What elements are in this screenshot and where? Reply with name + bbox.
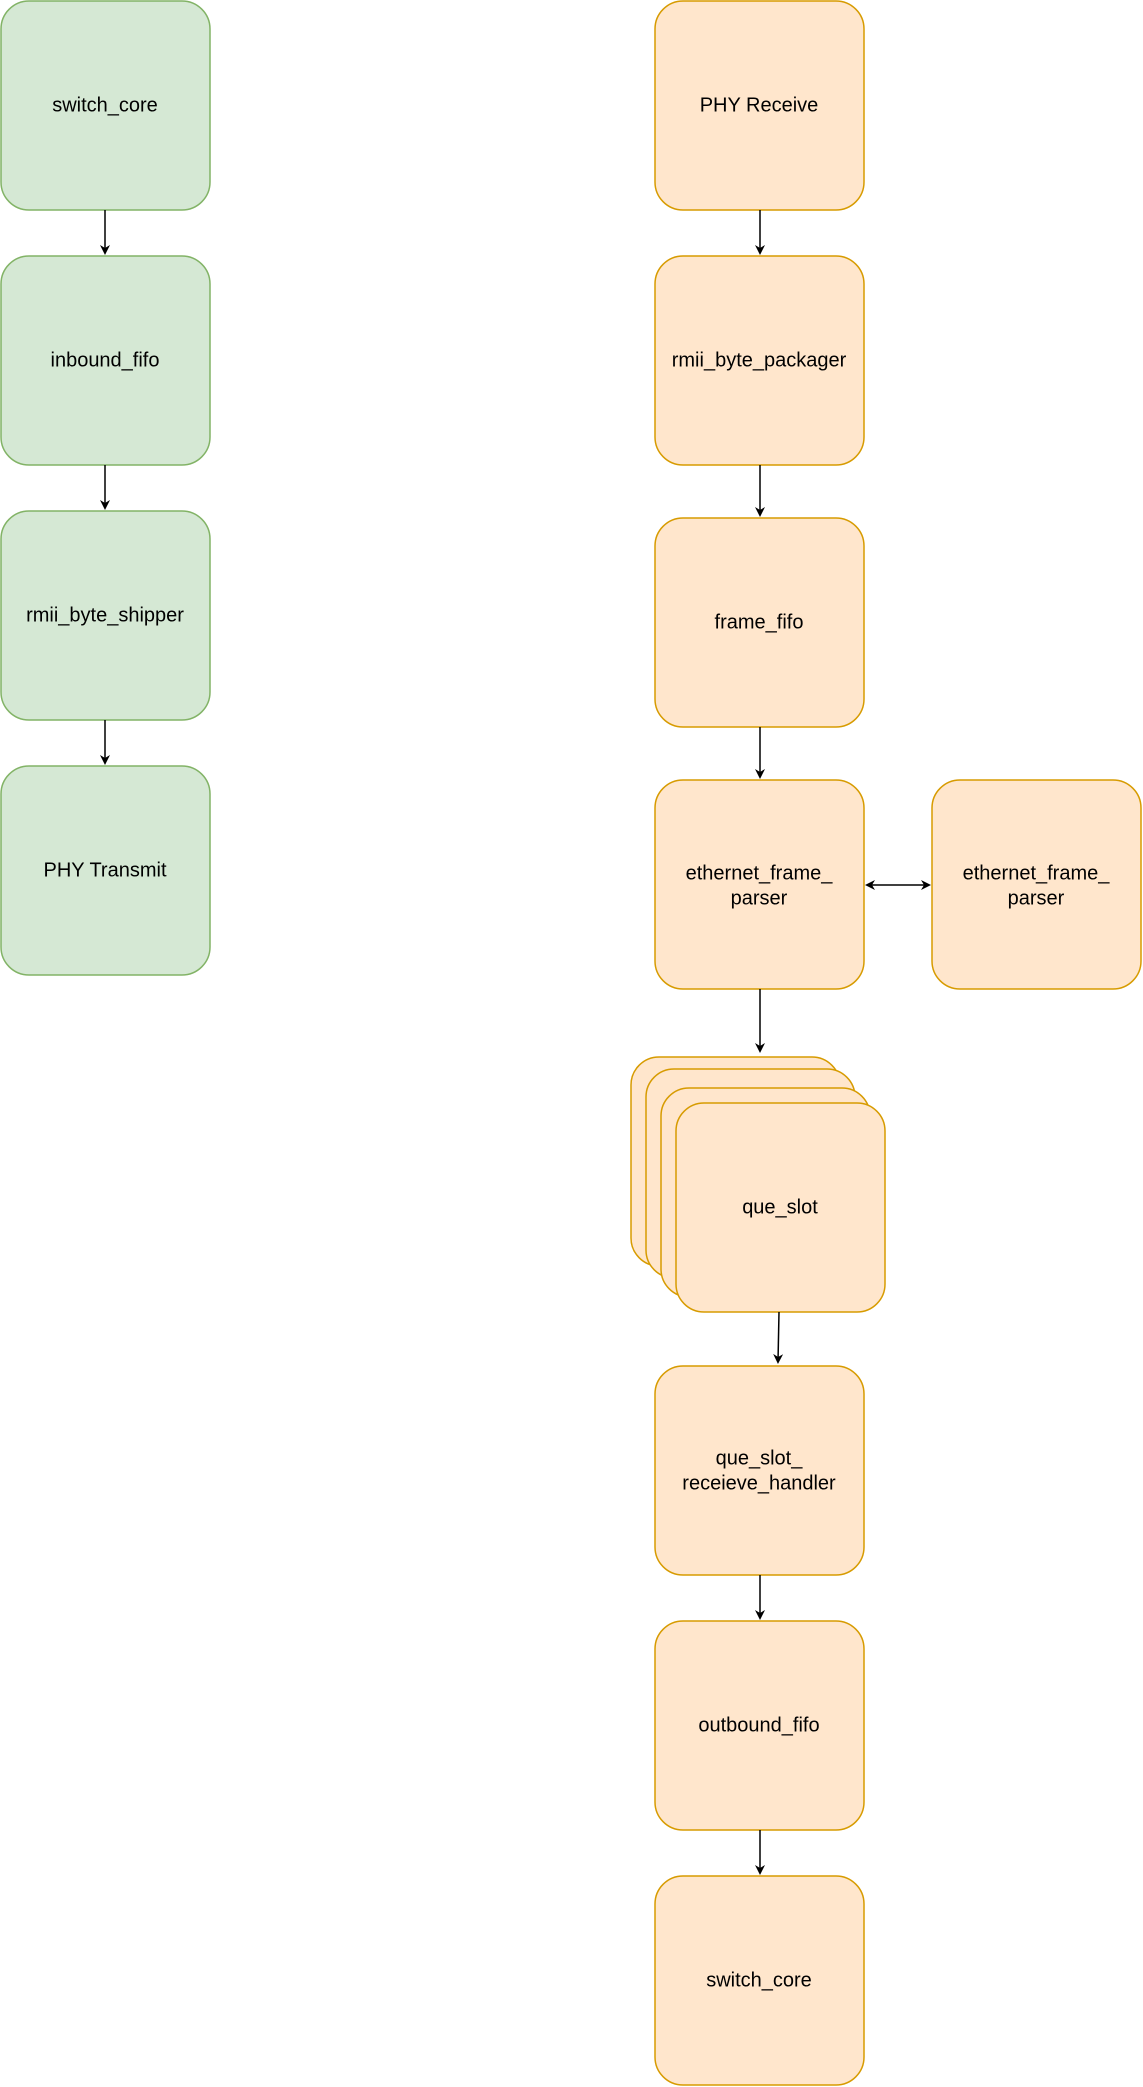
node-label-line-2: receieve_handler [682,1472,836,1494]
node-que-slot-receive-handler: que_slot_ receieve_handler [654,1365,865,1576]
node-label: switch_core [52,94,158,116]
node-frame-fifo: frame_fifo [654,517,865,728]
node-rmii-byte-packager: rmii_byte_packager [654,255,865,466]
node-switch-core-tx: switch_core [0,0,211,211]
node-label: frame_fifo [715,611,804,633]
node-phy-transmit: PHY Transmit [0,765,211,976]
node-label-line-1: ethernet_frame_ [686,862,834,884]
node-label-line-2: parser [1008,887,1065,909]
transmit-path: switch_core inbound_fifo rmii_byte_shipp… [0,0,211,976]
que-slot-layer-4 [675,1102,886,1313]
node-que-slot-stack: que_slot [630,1056,886,1313]
node-ethernet-frame-parser: ethernet_frame_ parser [654,779,865,990]
node-inbound-fifo: inbound_fifo [0,255,211,466]
node-label: outbound_fifo [698,1714,819,1736]
node-switch-core-rx: switch_core [654,1875,865,2086]
node-outbound-fifo: outbound_fifo [654,1620,865,1831]
node-label: rmii_byte_shipper [26,604,184,626]
node-label-line-1: que_slot_ [716,1447,804,1469]
node-label-line-2: parser [731,887,788,909]
arrow-que-slot-to-receive-handler [773,1311,784,1364]
node-phy-receive: PHY Receive [654,0,865,211]
node-label: PHY Receive [700,94,819,116]
node-rmii-byte-shipper: rmii_byte_shipper [0,510,211,721]
node-label-line-1: ethernet_frame_ [963,862,1111,884]
node-label: que_slot [742,1196,818,1218]
node-label: inbound_fifo [51,349,160,371]
node-label: PHY Transmit [44,859,167,881]
node-label: rmii_byte_packager [672,349,847,371]
node-label: switch_core [706,1969,812,1991]
node-ethernet-frame-parser-peer: ethernet_frame_ parser [931,779,1142,990]
receive-path: PHY Receive rmii_byte_packager frame_fif… [630,0,1142,2086]
